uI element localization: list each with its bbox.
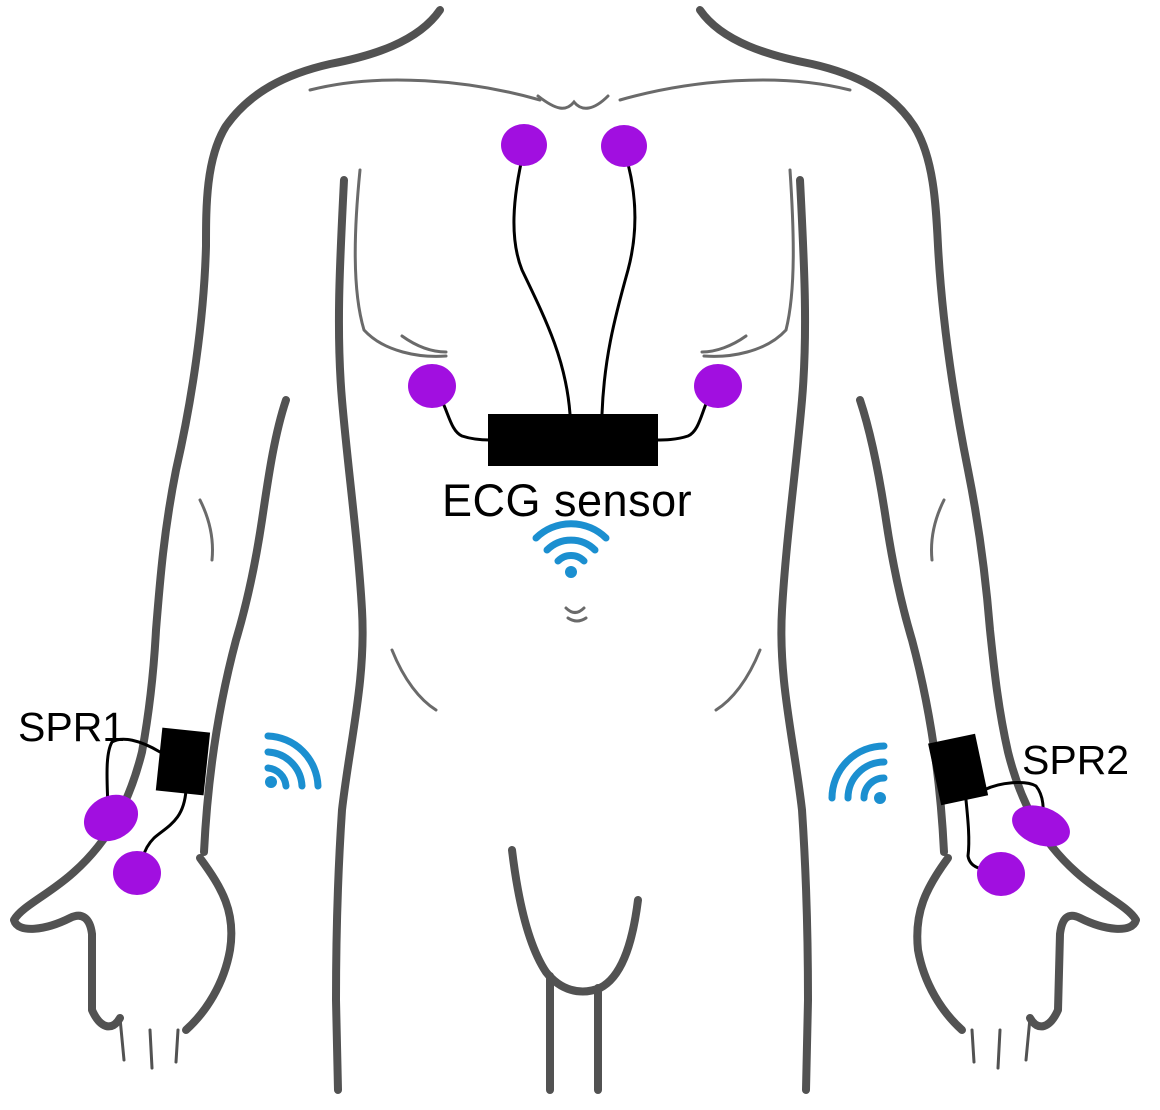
electrode-pad-icon [977, 852, 1025, 896]
wifi-signal-icon [828, 742, 888, 804]
ecg-electrodes [408, 124, 742, 408]
left-palm-contour [182, 854, 236, 1034]
electrode-pad-icon [83, 794, 139, 842]
left-fingers [118, 1016, 180, 1070]
torso-right-side [777, 176, 812, 1094]
electrode-pad-icon [113, 851, 161, 895]
spr1-label: SPR1 [18, 704, 126, 750]
body-outline [10, 6, 1140, 1094]
groin-contour [508, 846, 642, 996]
wifi-signal-icon [264, 732, 322, 790]
sternal-notch [536, 94, 610, 110]
spr2-label: SPR2 [1022, 737, 1130, 783]
ecg-sensor-label: ECG sensor [442, 475, 693, 526]
torso-left-side [332, 176, 367, 1094]
inner-legs [546, 972, 602, 1094]
wire-upper-right [600, 148, 637, 416]
left-inner-arm-contour [200, 396, 290, 856]
ecg-wires [430, 148, 718, 442]
collarbone-left [308, 78, 542, 102]
wifi-signal-icon [532, 520, 610, 578]
left-outer-contour [10, 6, 444, 1031]
navel [564, 606, 588, 623]
pectoral-right [702, 168, 795, 358]
electrode-pad-icon [1012, 805, 1070, 847]
wire-upper-left [512, 148, 572, 416]
right-palm-contour [913, 854, 966, 1034]
collarbone-right [618, 78, 852, 102]
body-details [198, 78, 946, 712]
spr1-wire-a [105, 737, 162, 817]
electrode-pad-icon [501, 124, 547, 166]
spr2-sensor-box-icon [928, 733, 989, 806]
chest-line-right [700, 334, 748, 354]
chest-line-left [400, 334, 448, 354]
electrode-pad-icon [601, 125, 647, 167]
electrode-pad-icon [408, 364, 456, 408]
ecg-sensor-box-icon [488, 414, 658, 466]
abdomen-right [714, 648, 762, 712]
right-fingers [970, 1016, 1032, 1070]
elbow-left [198, 498, 214, 562]
electrode-pad-icon [694, 364, 742, 408]
pectoral-left [353, 168, 448, 358]
spr1-sensor-box-icon [155, 727, 211, 796]
right-outer-contour [696, 6, 1140, 1031]
elbow-right [930, 498, 946, 562]
abdomen-left [390, 648, 438, 712]
